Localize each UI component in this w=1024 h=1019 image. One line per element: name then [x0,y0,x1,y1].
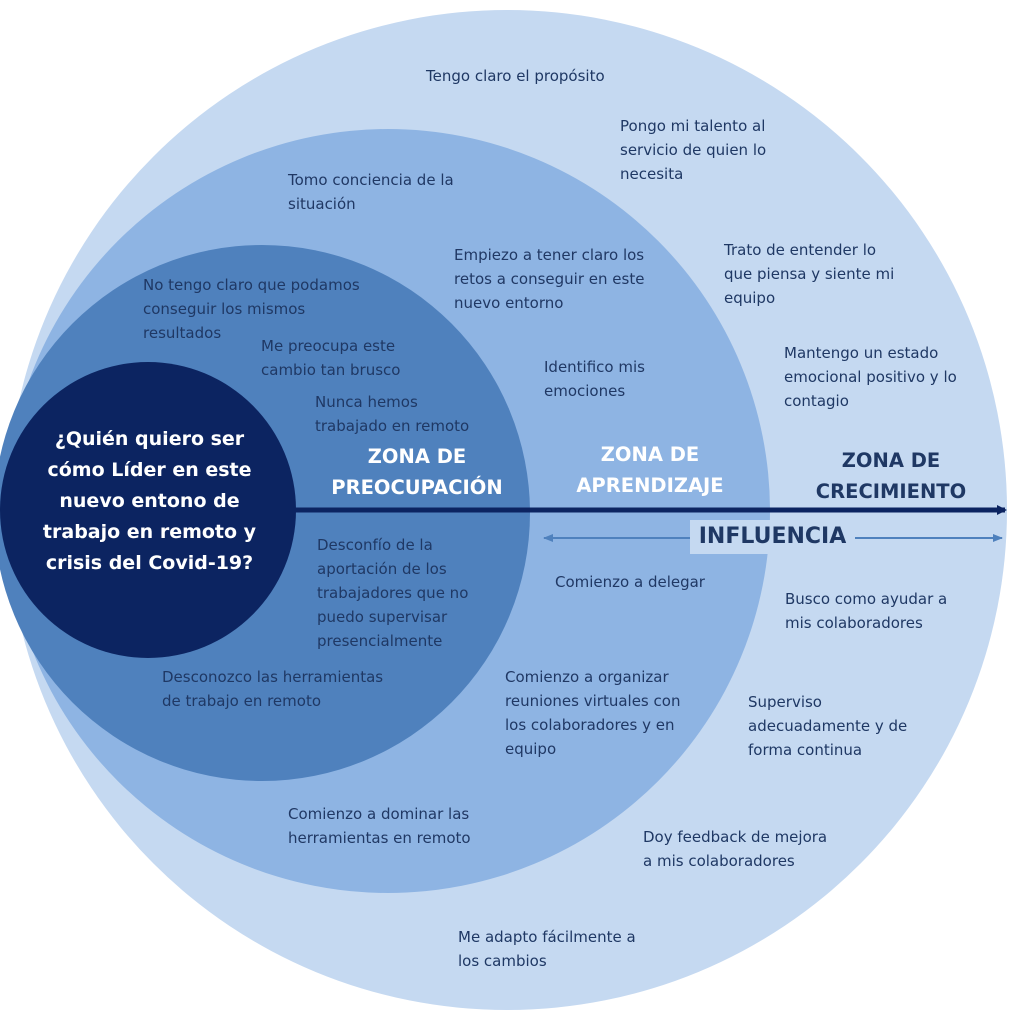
influence-label: INFLUENCIA [690,520,855,554]
concern-item: Desconfío de la aportación de los trabaj… [317,536,469,650]
learning-item: Tomo conciencia de la situación [288,171,454,213]
growth-item: Tengo claro el propósito [426,67,605,85]
zone-concern-label: ZONA DE PREOCUPACIÓN [331,445,503,499]
zone-learning-label: ZONA DE APRENDIZAJE [576,443,724,497]
growth-item: Busco como ayudar a mis colaboradores [785,590,948,632]
concern-item: Nunca hemos trabajado en remoto [315,393,470,435]
growth-item: Trato de entender lo que piensa y siente… [724,241,895,307]
growth-item: Me adapto fácilmente a los cambios [458,928,636,970]
concern-item: Me preocupa este cambio tan brusco [261,337,401,379]
learning-item: Empiezo a tener claro los retos a conseg… [454,246,645,312]
growth-item: Mantengo un estado emocional positivo y … [784,344,957,410]
growth-item: Superviso adecuadamente y de forma conti… [748,693,908,759]
growth-item: Pongo mi talento al servicio de quien lo… [620,117,767,183]
learning-item: Comienzo a delegar [555,573,705,591]
learning-item: Comienzo a dominar las herramientas en r… [288,805,471,847]
center-circle [0,362,296,658]
growth-item: Doy feedback de mejora a mis colaborador… [643,828,828,870]
concern-item: No tengo claro que podamos conseguir los… [143,276,360,342]
learning-item: Comienzo a organizar reuniones virtuales… [505,668,681,758]
center-question: ¿Quién quiero ser cómo Líder en este nue… [42,428,257,574]
concern-item: Desconozco las herramientas de trabajo e… [162,668,384,710]
learning-item: Identifico mis emociones [544,358,645,400]
zone-growth-label: ZONA DE CRECIMIENTO [815,449,967,503]
